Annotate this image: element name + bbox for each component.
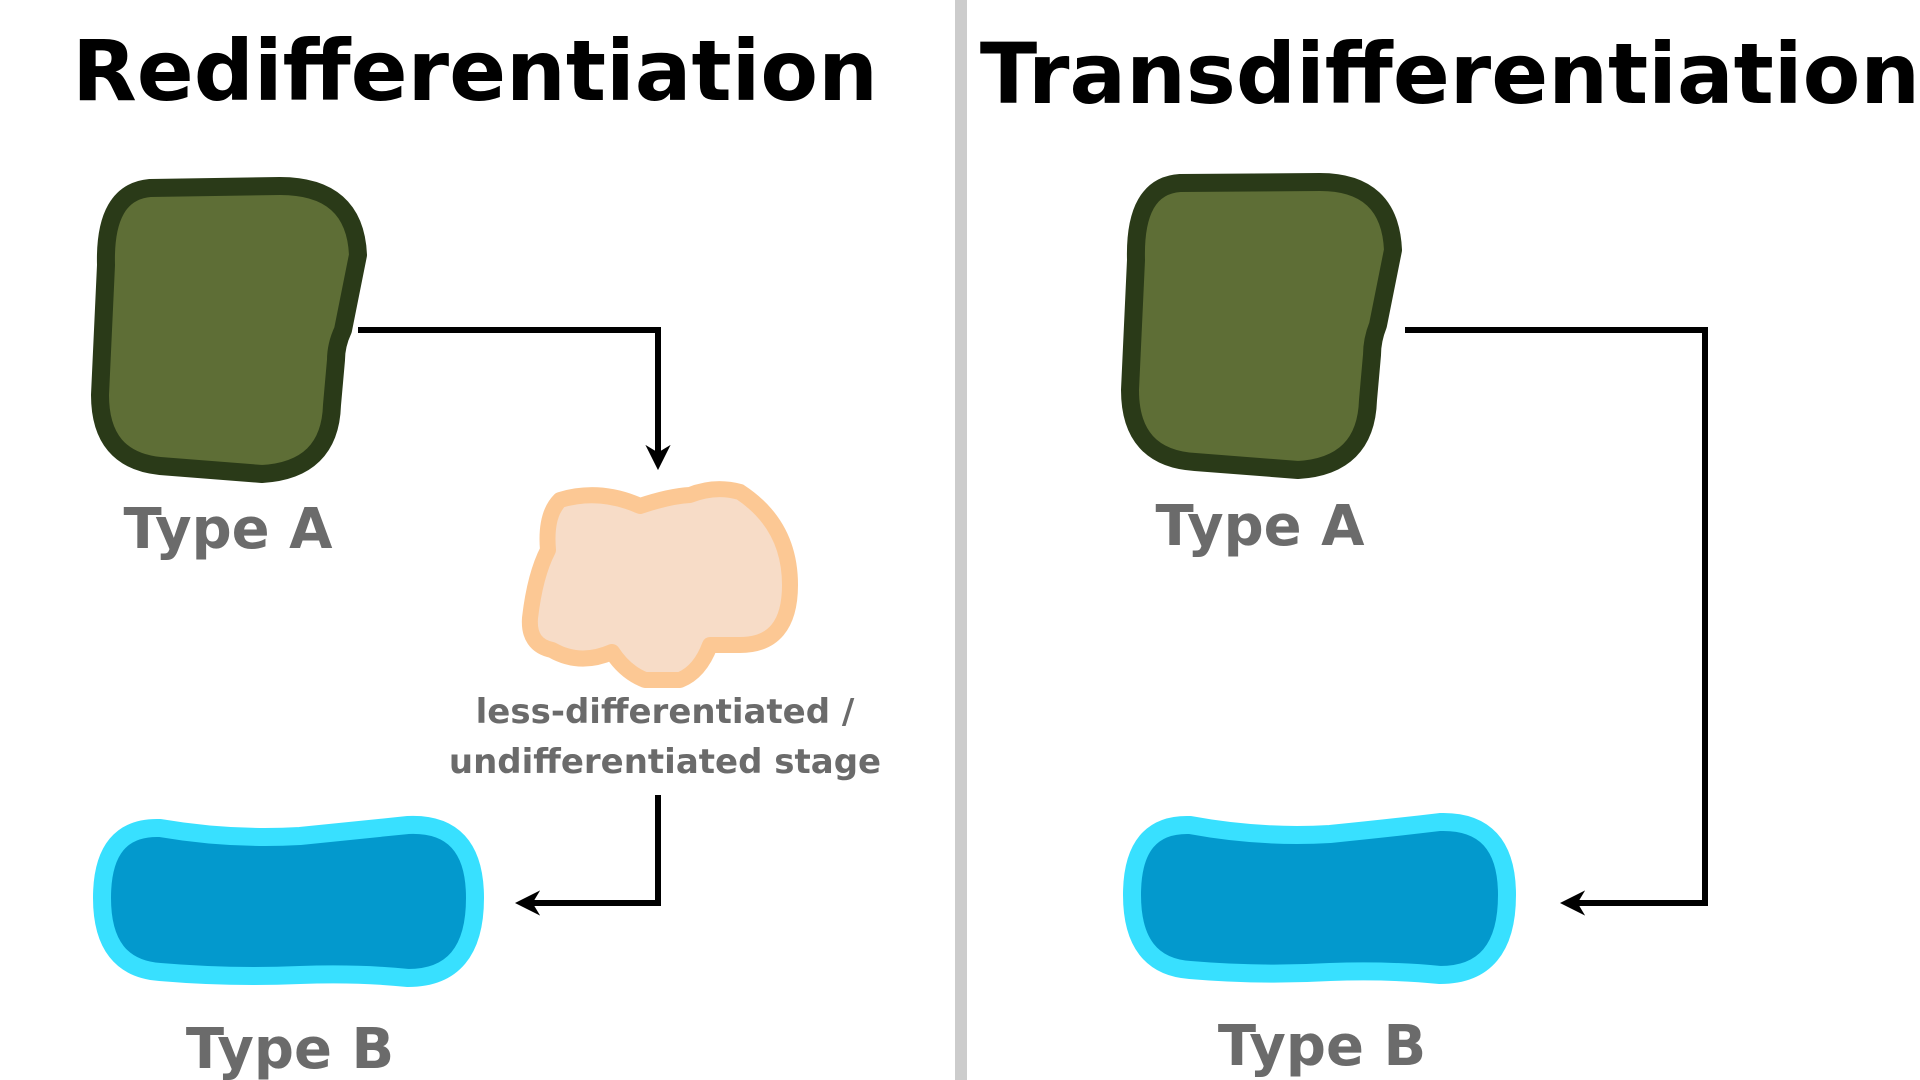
intermediate-label-line2: undifferentiated stage xyxy=(449,742,881,782)
panel-divider xyxy=(955,0,967,1080)
left-arrow-a-to-intermediate xyxy=(358,327,671,471)
right-panel-title: Transdifferentiation xyxy=(980,25,1920,123)
left-panel: Redifferentiation Type A less-differenti… xyxy=(72,22,881,1080)
left-type-b-cell xyxy=(93,815,484,987)
left-type-a-cell xyxy=(91,177,367,483)
right-type-a-label: Type A xyxy=(1156,494,1366,559)
right-type-a-cell xyxy=(1121,173,1402,479)
left-arrow-intermediate-to-type-b xyxy=(514,795,661,916)
left-panel-title: Redifferentiation xyxy=(72,22,878,120)
right-type-b-label: Type B xyxy=(1218,1014,1426,1079)
intermediate-label-line1: less-differentiated / xyxy=(476,692,855,732)
right-panel: Transdifferentiation Type A Type B xyxy=(980,25,1920,1079)
left-type-a-label: Type A xyxy=(124,497,334,562)
intermediate-cell xyxy=(521,481,798,688)
right-arrow-a-to-b xyxy=(1405,327,1708,916)
right-type-b-cell xyxy=(1123,812,1516,984)
left-type-b-label: Type B xyxy=(186,1017,394,1080)
